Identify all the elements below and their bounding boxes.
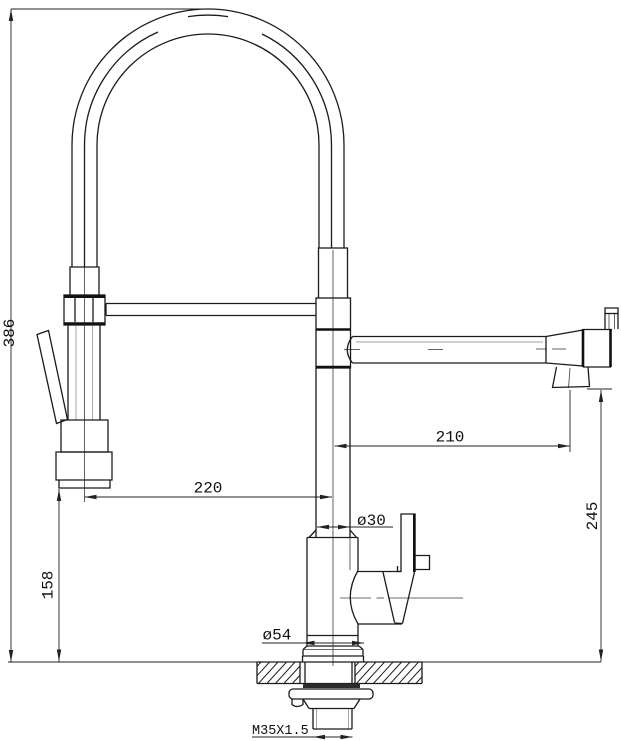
dimension-spout-height: 245 bbox=[584, 388, 612, 662]
cartridge-ball-arc bbox=[349, 570, 359, 625]
base-flange bbox=[301, 645, 365, 662]
support-bar bbox=[105, 302, 316, 317]
dimension-base-diameter: ø54 bbox=[262, 627, 364, 646]
spray-head-assembly bbox=[36, 266, 113, 502]
spout-head bbox=[536, 307, 619, 389]
handle-collar bbox=[415, 554, 431, 571]
head-knob bbox=[604, 307, 619, 329]
dim-label-210: 210 bbox=[436, 429, 465, 447]
dimension-mounting-thread: M35X1.5 bbox=[252, 724, 353, 740]
dim-label-m35: M35X1.5 bbox=[252, 724, 309, 739]
hose-highlight-arc bbox=[187, 14, 229, 18]
handle-socket-left bbox=[382, 571, 396, 623]
mounting-flange-nut bbox=[288, 688, 374, 700]
dim-label-158: 158 bbox=[40, 571, 58, 600]
serrated-washer bbox=[303, 683, 360, 688]
spray-trigger-lever bbox=[36, 329, 69, 425]
nut-shoulder-left bbox=[302, 698, 310, 709]
dimension-overall-height: 386 bbox=[1, 8, 205, 662]
column-collar bbox=[317, 247, 349, 298]
counter-hatch-right bbox=[355, 662, 422, 684]
flange-taper-right bbox=[358, 645, 364, 650]
mixer-body bbox=[306, 513, 463, 646]
body-top-chamfer-left bbox=[308, 529, 317, 538]
flange-nut-tab bbox=[291, 699, 304, 708]
dimension-column-diameter: ø30 bbox=[317, 512, 393, 530]
nut-shoulder-right bbox=[353, 698, 361, 709]
hose-mid-line-left bbox=[83, 31, 159, 267]
body-top-chamfer-right bbox=[349, 529, 357, 538]
spray-bottom-cap bbox=[58, 480, 111, 489]
handle-lever-lip bbox=[396, 566, 401, 573]
hose-inner-contour bbox=[96, 33, 320, 267]
hose-mid-line-right bbox=[261, 33, 333, 248]
head-outlet bbox=[551, 366, 591, 389]
dim-label-245: 245 bbox=[584, 502, 602, 531]
arm-taper-bottom bbox=[545, 362, 584, 367]
dimension-spout-reach: 210 bbox=[334, 390, 571, 452]
dim-label-d54: ø54 bbox=[263, 627, 292, 645]
handle-lever bbox=[400, 513, 416, 572]
hose-outer-contour bbox=[71, 8, 345, 267]
dimension-spray-reach: 220 bbox=[84, 480, 332, 500]
counter-hatch-left bbox=[257, 662, 300, 684]
dim-label-d30: ø30 bbox=[357, 512, 386, 530]
mounting-hardware bbox=[288, 662, 374, 730]
hose-arch bbox=[71, 8, 345, 267]
flange-taper-left bbox=[302, 645, 308, 650]
spray-lower-section bbox=[55, 451, 113, 481]
dimension-spray-head-height: 158 bbox=[40, 489, 62, 662]
arm-taper-top bbox=[545, 329, 584, 338]
outlet-center-line bbox=[568, 367, 571, 389]
dim-label-386: 386 bbox=[1, 319, 19, 348]
spout-arm bbox=[344, 329, 584, 367]
riser-column bbox=[315, 247, 352, 666]
dim-label-220: 220 bbox=[194, 480, 223, 498]
